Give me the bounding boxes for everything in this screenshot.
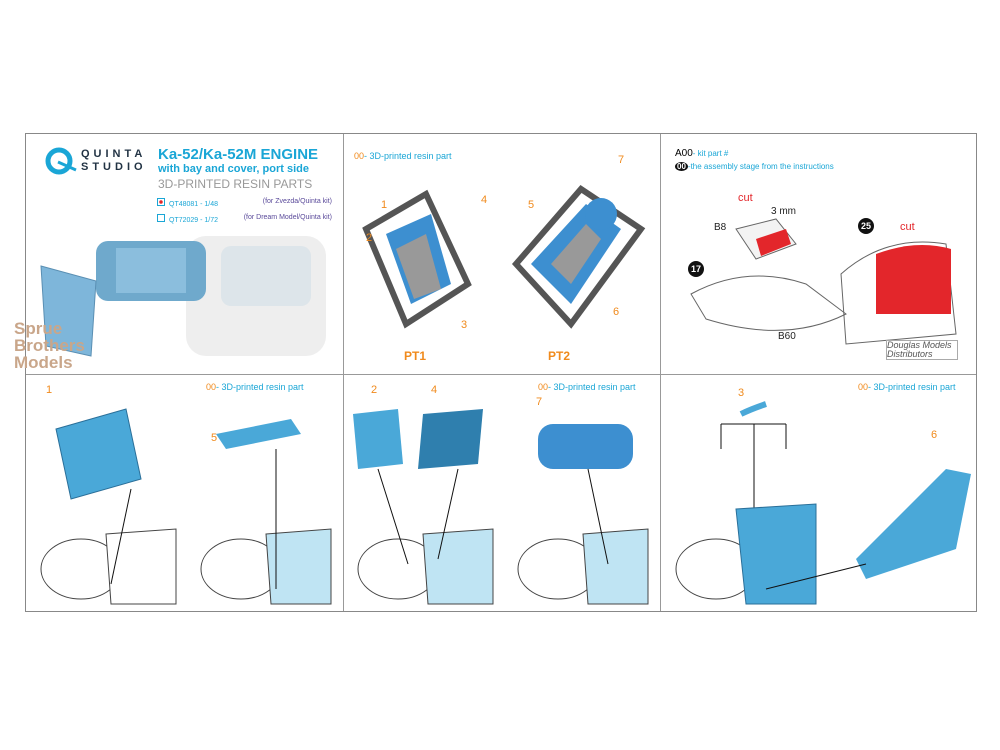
part-label: 1 [46,384,53,396]
variant-kit: (for Zvezda/Quinta kit) [262,198,332,205]
engine-render-image [40,236,326,357]
part-label: 1 [381,199,388,211]
kit-part-legend: A00- kit part # [675,148,729,159]
variant-kit: (for Dream Model/Quinta kit) [243,214,332,221]
dimension-label: 3 mm [771,206,796,217]
part-label: 6 [613,306,620,318]
part-label: 7 [618,154,625,166]
cut-label: cut [900,221,915,233]
step-diagram-image [353,409,649,605]
quinta-logo-icon [45,147,77,175]
resin-caption: 00- 3D-printed resin part [538,382,636,392]
pt1-frame-image [362,189,472,329]
resin-caption: 00- 3D-printed resin part [354,151,452,161]
part-label: 5 [211,432,218,444]
product-type: 3D-PRINTED RESIN PARTS [158,177,313,191]
part-label: 2 [366,232,373,244]
b8-label: B8 [714,222,727,233]
stage-legend: 00-the assembly stage from the instructi… [675,162,834,171]
step-diagram-image [40,408,332,605]
part-label: 4 [481,194,488,206]
part-label: 4 [431,384,438,396]
part-label: 6 [931,429,938,441]
variant-code: QT72029 - 1/72 [169,217,219,224]
pt2-frame-image [511,185,646,329]
b60-label: B60 [778,331,796,342]
part-label: 3 [738,387,745,399]
part-label: 5 [528,199,535,211]
part-label: 2 [371,384,378,396]
checkbox-checked-icon[interactable] [157,198,165,206]
page-title: Ka-52/Ka-52M ENGINE [158,146,319,163]
cut-diagram-image [690,218,957,345]
instruction-sheet: QUINTA STUDIO Ka-52/Ka-52M ENGINE with b… [14,133,977,612]
stage-17-badge: 17 [688,261,704,277]
resin-caption: 00- 3D-printed resin part [858,382,956,392]
cut-label: cut [738,192,753,204]
douglas-watermark: Douglas Models Distributors [886,340,958,360]
variant-2[interactable]: QT72029 - 1/72 (for Dream Model/Quinta ki… [157,214,332,224]
part-label: 7 [536,396,543,408]
stage-25-badge: 25 [858,218,874,234]
sprue-watermark: Sprue Brothers Models [14,319,85,372]
step-diagram-image [675,401,971,605]
pt2-label: PT2 [548,349,571,363]
variant-code: QT48081 - 1/48 [169,201,219,208]
variant-1[interactable]: QT48081 - 1/48 (for Zvezda/Quinta kit) [157,198,332,208]
pt1-label: PT1 [404,349,427,363]
checkbox-icon[interactable] [157,214,165,222]
subtitle: with bay and cover, port side [158,163,309,175]
brand-line1: QUINTA [81,148,147,160]
resin-caption: 00- 3D-printed resin part [206,382,304,392]
part-label: 3 [461,319,468,331]
brand-line2: STUDIO [81,161,147,173]
